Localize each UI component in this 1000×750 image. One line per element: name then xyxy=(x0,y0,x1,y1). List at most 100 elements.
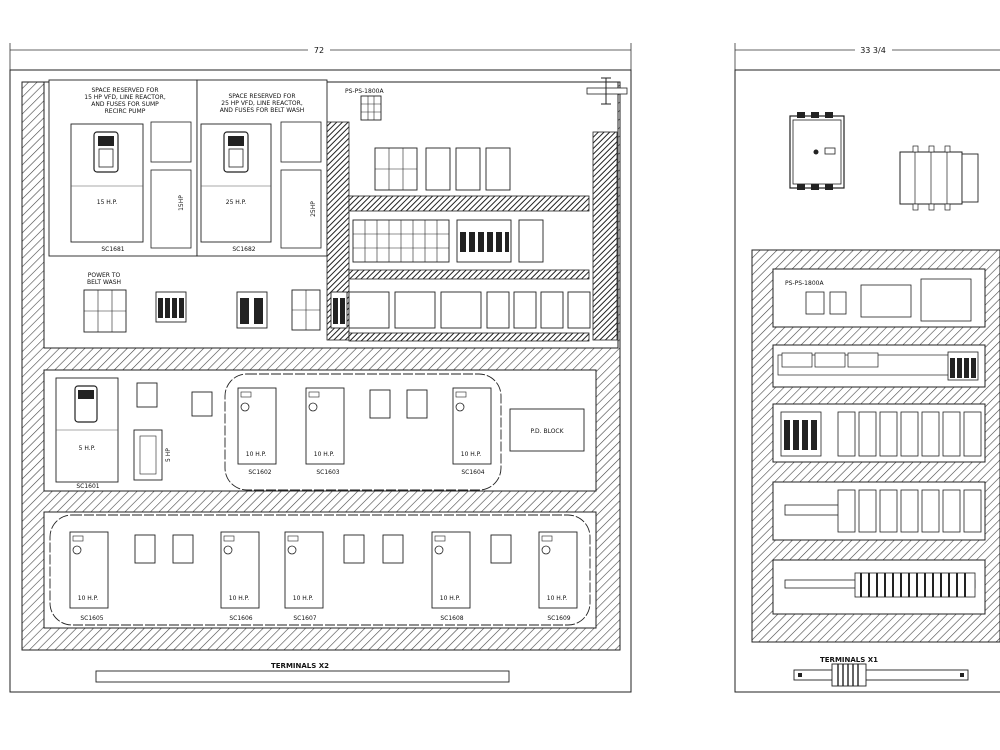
svg-text:BELT WASH: BELT WASH xyxy=(87,279,121,286)
contactor-row xyxy=(348,291,591,329)
power-supply xyxy=(860,284,912,318)
breaker-group xyxy=(155,291,187,323)
disconnect-switch xyxy=(789,112,845,190)
fuse-block xyxy=(134,534,156,564)
terminals-x2 xyxy=(95,670,510,683)
svg-text:SC1609: SC1609 xyxy=(547,615,570,622)
svg-text:10 H.P.: 10 H.P. xyxy=(440,595,461,602)
control-module xyxy=(920,278,972,322)
svg-text:SC1601: SC1601 xyxy=(76,483,99,490)
terminals-x1-label: TERMINALS X1 xyxy=(820,656,878,664)
svg-text:SC1681: SC1681 xyxy=(101,246,124,253)
fuse-block xyxy=(369,389,391,419)
main-contactor xyxy=(899,145,979,211)
side-panel: PS-PS-1800A xyxy=(734,69,1000,693)
fuse-holder xyxy=(455,147,481,191)
wire-duct xyxy=(348,195,590,212)
svg-text:10 H.P.: 10 H.P. xyxy=(461,451,482,458)
ground-bar xyxy=(586,77,628,105)
main-panel: SPACE RESERVED FOR 15 HP VFD, LINE REACT… xyxy=(9,69,632,693)
line-reactor-15hp xyxy=(150,169,192,249)
fuse-block xyxy=(829,291,847,315)
svg-text:10 H.P.: 10 H.P. xyxy=(229,595,250,602)
vfd-sc1605: 10 H.P. SC1605 xyxy=(69,531,109,622)
vfd-sc1681: 15 H.P. SC1681 xyxy=(70,123,144,253)
svg-text:10 H.P.: 10 H.P. xyxy=(246,451,267,458)
terminals-x1 xyxy=(793,663,969,687)
svg-text:15 HP VFD, LINE REACTOR,: 15 HP VFD, LINE REACTOR, xyxy=(84,94,166,101)
wire-duct xyxy=(592,131,618,341)
pd-block xyxy=(509,408,585,452)
disconnect-belt-wash xyxy=(83,289,127,333)
svg-text:SC1682: SC1682 xyxy=(232,246,255,253)
fuse-holder xyxy=(518,219,544,263)
wire-duct xyxy=(326,121,350,341)
svg-text:P.D. BLOCK: P.D. BLOCK xyxy=(530,428,564,435)
line-reactor-5hp: 5 HP xyxy=(133,429,172,481)
wire-duct xyxy=(348,332,590,342)
fuse-block xyxy=(382,534,404,564)
svg-text:25 HP VFD, LINE REACTOR,: 25 HP VFD, LINE REACTOR, xyxy=(221,100,303,107)
fuse-block xyxy=(136,382,158,408)
revision-cloud xyxy=(224,373,502,491)
relay-bank xyxy=(780,411,822,457)
fuse-block xyxy=(805,291,825,315)
vfd-sc1601: 5 H.P. SC1601 xyxy=(55,377,119,490)
line-reactor-25hp xyxy=(280,169,322,249)
svg-text:5 HP: 5 HP xyxy=(165,448,172,462)
svg-text:10 H.P.: 10 H.P. xyxy=(293,595,314,602)
vfd-sc1607: 10 H.P. SC1607 xyxy=(284,531,324,622)
svg-text:SPACE RESERVED FOR: SPACE RESERVED FOR xyxy=(228,93,295,100)
fuse-block xyxy=(490,534,512,564)
svg-text:SC1602: SC1602 xyxy=(248,469,271,476)
svg-text:SC1607: SC1607 xyxy=(293,615,316,622)
fuse-holder xyxy=(485,147,511,191)
svg-text:15HP: 15HP xyxy=(178,195,185,211)
svg-text:AND FUSES FOR BELT WASH: AND FUSES FOR BELT WASH xyxy=(220,107,305,114)
terminal-strip xyxy=(352,219,450,263)
svg-text:SC1603: SC1603 xyxy=(316,469,339,476)
vfd-sc1602: 10 H.P. SC1602 xyxy=(237,387,277,476)
dimension-side-label: 33 3/4 xyxy=(860,46,886,55)
terminal-block-row xyxy=(854,572,976,598)
vfd-sc1609: 10 H.P. SC1609 xyxy=(538,531,578,622)
svg-text:POWER TO: POWER TO xyxy=(88,272,121,279)
fuse-block xyxy=(150,121,192,163)
svg-text:SC1605: SC1605 xyxy=(80,615,103,622)
breaker-group xyxy=(330,291,348,329)
svg-text:SPACE RESERVED FOR: SPACE RESERVED FOR xyxy=(91,87,158,94)
svg-text:15 H.P.: 15 H.P. xyxy=(97,199,118,206)
vfd-sc1606: 10 H.P. SC1606 xyxy=(220,531,260,622)
svg-text:SC1608: SC1608 xyxy=(440,615,463,622)
relay-bank xyxy=(456,219,512,263)
svg-text:SC1604: SC1604 xyxy=(461,469,484,476)
svg-text:10 H.P.: 10 H.P. xyxy=(78,595,99,602)
fuse-holder xyxy=(425,147,451,191)
breaker-group xyxy=(236,291,268,329)
terminals-x2-label: TERMINALS X2 xyxy=(271,662,329,670)
fuse-block xyxy=(280,121,322,163)
svg-text:10 H.P.: 10 H.P. xyxy=(314,451,335,458)
side-power-supply-label: PS-PS-1800A xyxy=(785,280,824,287)
power-supply-label: PS-PS-1800A xyxy=(345,88,384,95)
vfd-sc1608: 10 H.P. SC1608 xyxy=(431,531,471,622)
breaker-block xyxy=(291,289,321,331)
contactor-row xyxy=(837,489,982,533)
dimension-main-label: 72 xyxy=(314,46,324,55)
svg-text:5 H.P.: 5 H.P. xyxy=(79,445,96,452)
svg-text:25 H.P.: 25 H.P. xyxy=(226,199,247,206)
breaker-group xyxy=(947,351,979,381)
power-supply-terminal xyxy=(360,95,382,121)
vfd-sc1604: 10 H.P. SC1604 xyxy=(452,387,492,476)
wire-duct xyxy=(348,269,590,280)
dimension-side-width: 33 3/4 xyxy=(734,43,1000,70)
vfd-sc1682: 25 H.P. SC1682 xyxy=(200,123,272,253)
breaker-block xyxy=(374,147,418,191)
revision-cloud xyxy=(49,514,591,626)
svg-text:SC1606: SC1606 xyxy=(229,615,252,622)
svg-text:10 H.P.: 10 H.P. xyxy=(547,595,568,602)
fuse-block xyxy=(172,534,194,564)
svg-text:AND FUSES FOR SUMP: AND FUSES FOR SUMP xyxy=(91,101,159,108)
svg-text:RECIRC PUMP: RECIRC PUMP xyxy=(105,108,146,115)
